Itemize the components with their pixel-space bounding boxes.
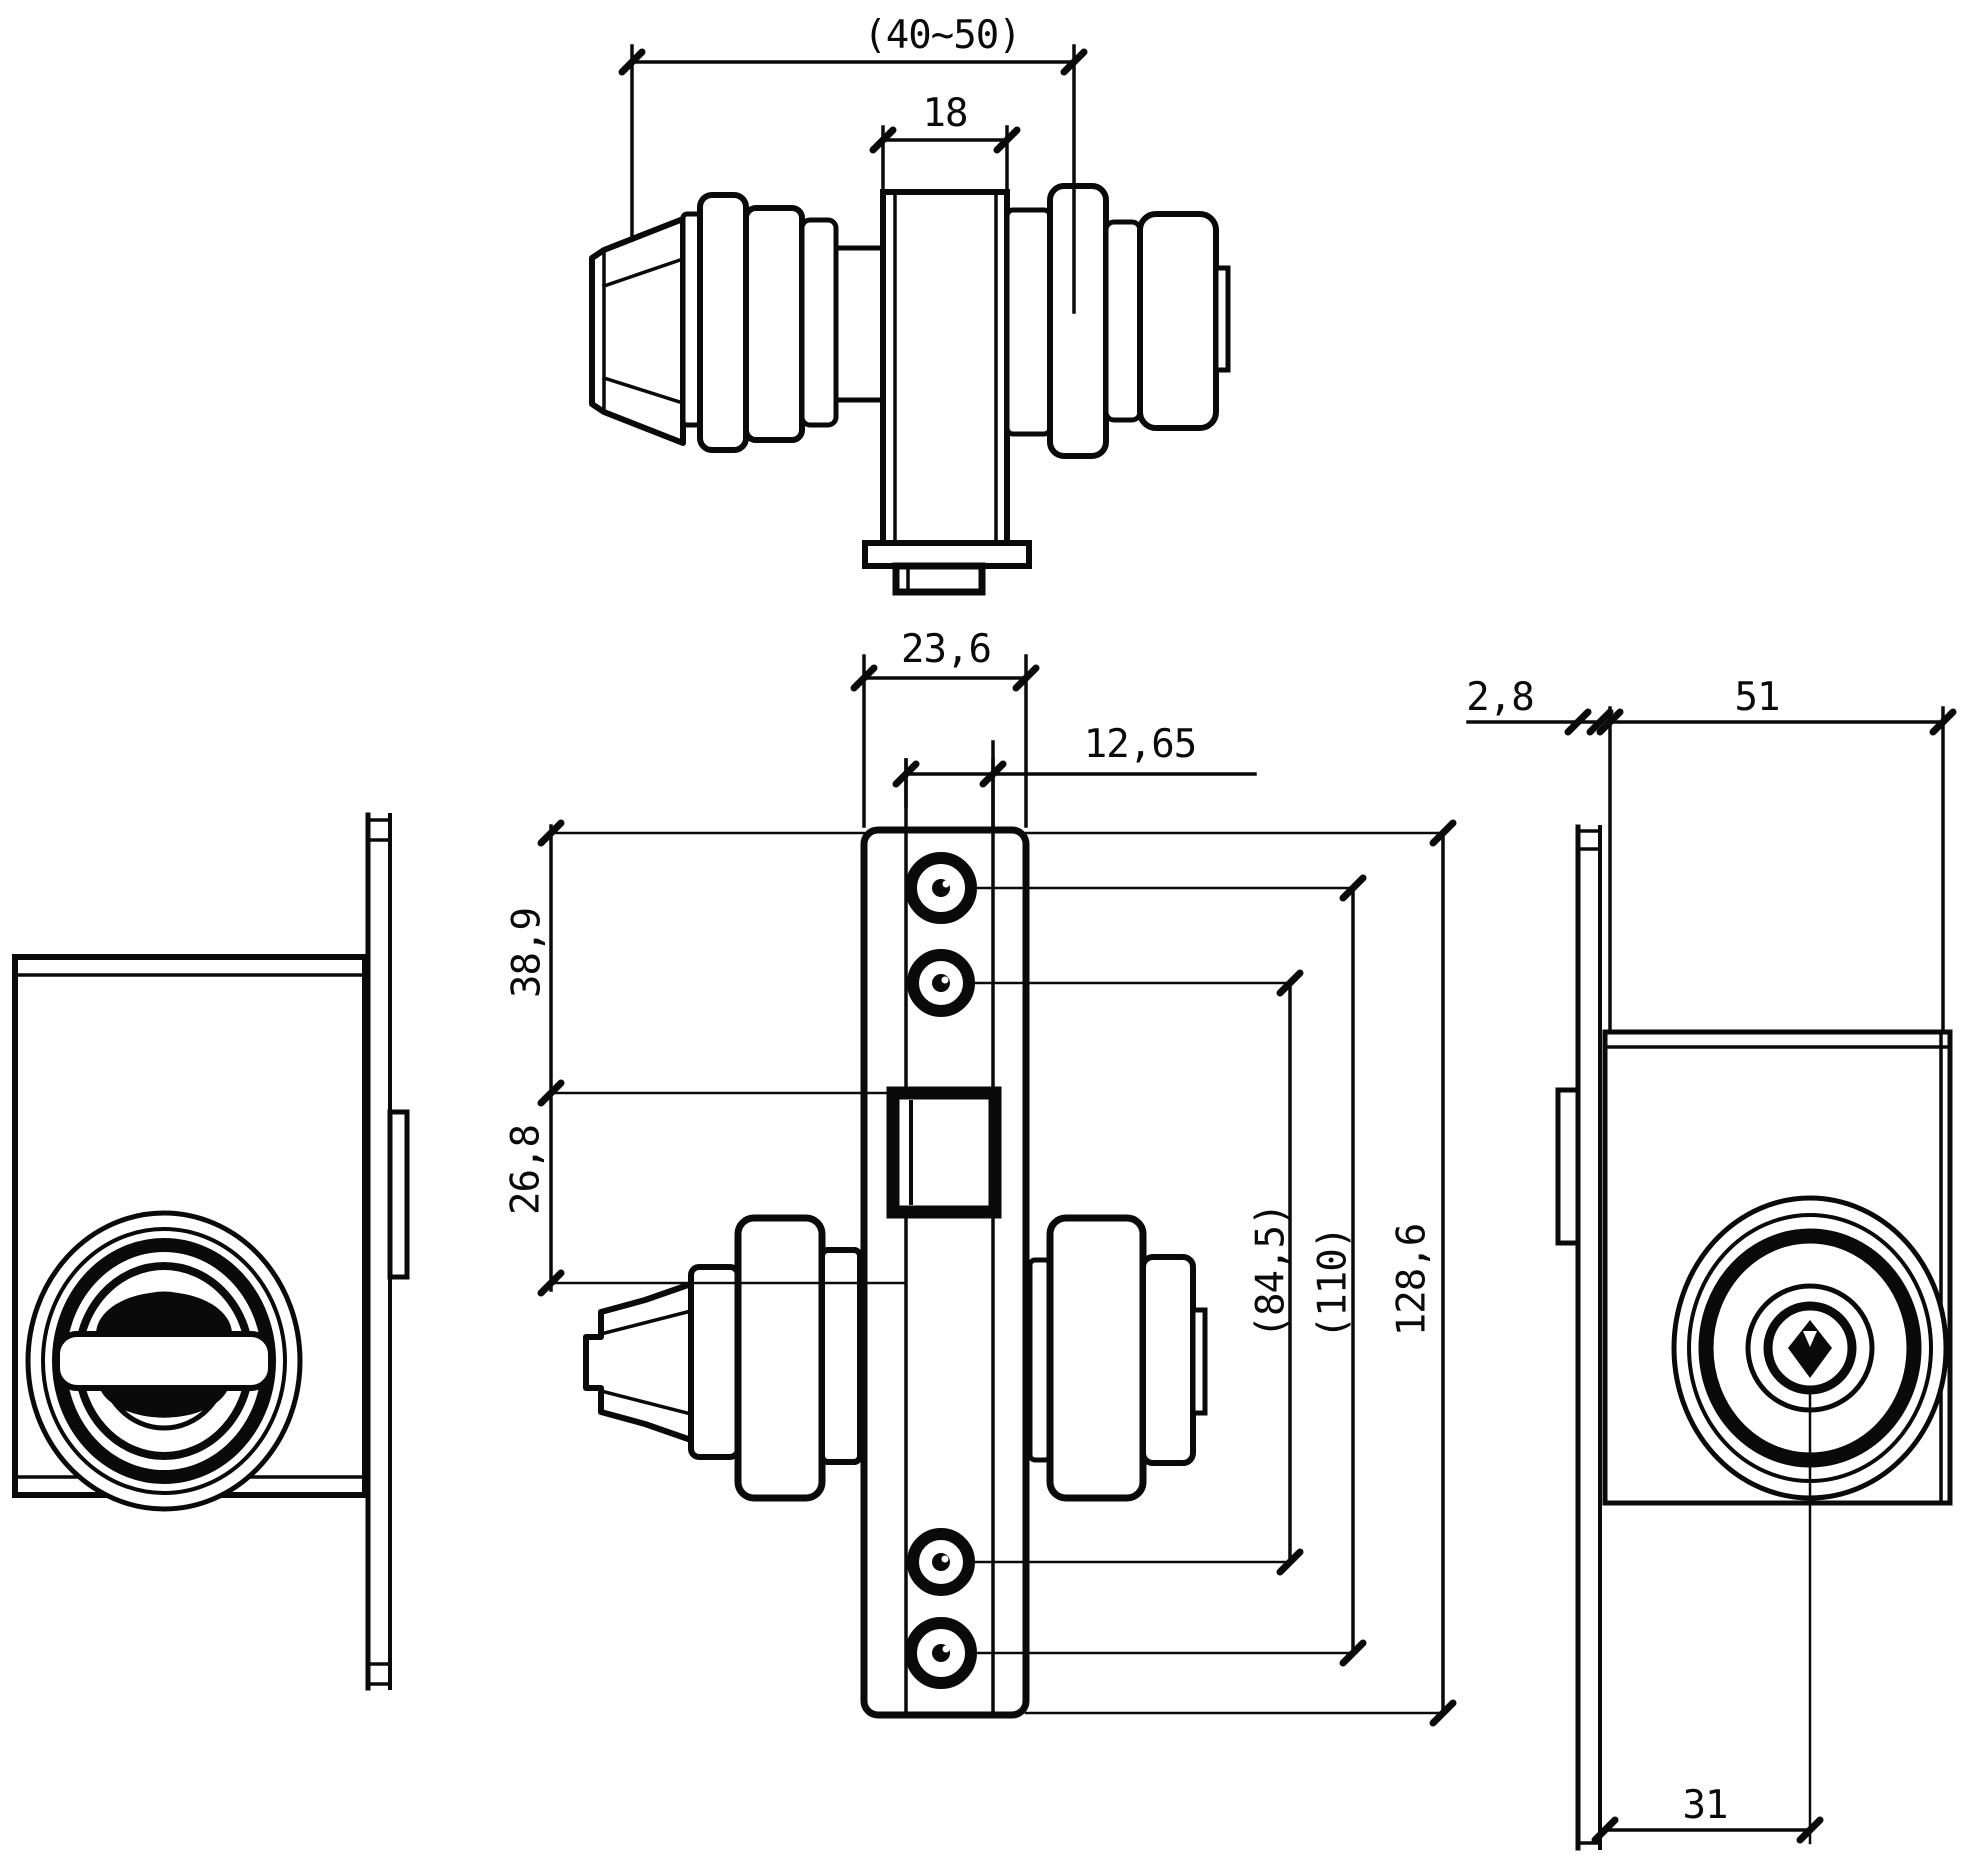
dim-right-column: (84,5) (110) 128,6 xyxy=(966,819,1457,1727)
dim-top-to-latch-label: 38,9 xyxy=(505,908,550,998)
latch-tab-right xyxy=(1555,1087,1581,1246)
keyhole xyxy=(1788,1320,1832,1378)
right-side-view: 2,8 51 31 xyxy=(1466,675,1957,1851)
exterior-plate-inner-lines xyxy=(1603,1030,1952,1505)
dim-case-width-label: 23,6 xyxy=(901,627,991,672)
cylinder-rose-front xyxy=(1046,1214,1147,1502)
dim-backset: 31 xyxy=(1591,1783,1824,1844)
dim-latch-to-axis-label: 26,8 xyxy=(504,1125,549,1215)
screw-bottom-2 xyxy=(905,1617,977,1689)
screw-top-1 xyxy=(905,852,977,924)
thumbturn-shade-top xyxy=(96,1292,232,1334)
rose-ring-front xyxy=(734,1214,826,1502)
thumbturn-cone-lines xyxy=(601,250,686,412)
thumbturn-cone-top xyxy=(589,216,686,446)
thumbturn-cone-front xyxy=(583,1281,694,1443)
cylinder-knob-top xyxy=(1137,211,1219,431)
dim-door-thickness: (40~50) xyxy=(618,13,1088,314)
dim-plate-width: 51 xyxy=(1596,675,1957,1032)
front-view: 23,6 12,65 38,9 26,8 xyxy=(504,627,1457,1727)
thumbturn-shade-bottom xyxy=(100,1389,228,1418)
key-cylinder xyxy=(1671,1195,1949,1845)
keyhole-notch xyxy=(1803,1331,1817,1347)
screw-bottom-1 xyxy=(907,1528,975,1596)
lock-body-inner-lines xyxy=(893,194,998,542)
dim-faceplate-thickness: 2,8 xyxy=(1466,675,1614,736)
latch-tab-left xyxy=(387,1109,410,1280)
thumbturn-cone-front-lines xyxy=(598,1308,694,1417)
thumbturn-knob xyxy=(25,1210,303,1512)
latch-bolt xyxy=(886,1086,1002,1219)
dim-faceplate-thickness-label: 2,8 xyxy=(1466,675,1533,720)
rose-ring-front xyxy=(819,1247,863,1465)
dim-plate-width-label: 51 xyxy=(1735,675,1780,720)
rose-ring xyxy=(697,192,749,453)
dim-latch-width: 12,65 xyxy=(892,722,1257,832)
dim-case-width: 23,6 xyxy=(850,627,1040,828)
dim-door-thickness-label: (40~50) xyxy=(863,13,1020,58)
rose-ring xyxy=(799,217,839,428)
door-edge-caps xyxy=(366,818,392,1686)
dim-screws-inner-label: (84,5) xyxy=(1249,1204,1294,1339)
thumbturn-lever xyxy=(54,1331,274,1391)
dim-backset-label: 31 xyxy=(1683,1783,1728,1828)
screw-top-2 xyxy=(907,949,975,1017)
dim-spindle-width: 18 xyxy=(869,91,1021,207)
cylinder-face-front xyxy=(1190,1307,1208,1416)
rose-ring-front xyxy=(688,1264,741,1460)
lock-body-top xyxy=(880,189,1010,546)
left-side-view xyxy=(12,812,410,1691)
rose-ring xyxy=(1004,207,1053,437)
rose-neck xyxy=(833,245,886,403)
cylinder-face-top xyxy=(1213,265,1231,373)
dim-case-height-label: 128,6 xyxy=(1390,1224,1435,1336)
latch-tip-top xyxy=(892,562,986,596)
top-view: (40~50) 18 xyxy=(589,13,1231,596)
dim-spindle-width-label: 18 xyxy=(923,91,968,136)
cylinder-barrel-front xyxy=(1140,1254,1196,1466)
rose-ring xyxy=(743,205,805,443)
rose-ring xyxy=(1103,219,1143,423)
dim-left-column: 38,9 26,8 xyxy=(504,819,908,1297)
lock-case-inner-lines xyxy=(904,758,995,1714)
door-edge-caps xyxy=(1576,829,1602,1845)
dim-latch-width-label: 12,65 xyxy=(1084,722,1196,767)
dim-screws-outer-label: (110) xyxy=(1311,1227,1356,1339)
rose-ring xyxy=(1047,183,1109,459)
